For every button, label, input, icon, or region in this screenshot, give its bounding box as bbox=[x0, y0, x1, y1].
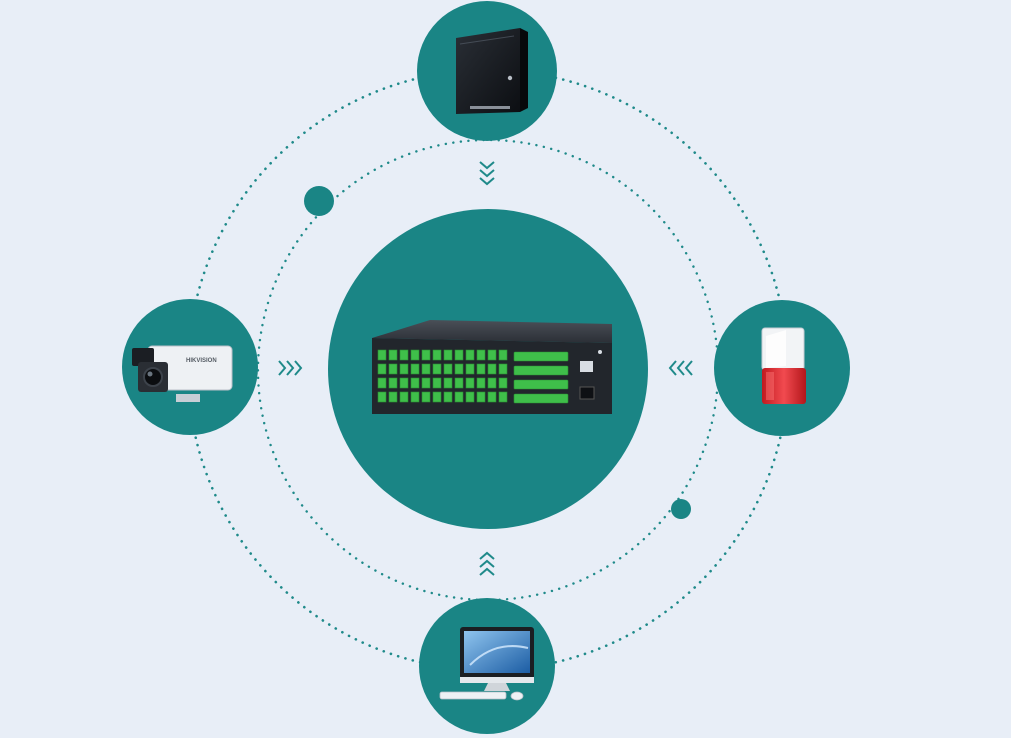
chevrons-up-icon bbox=[479, 551, 495, 576]
rack-device-icon bbox=[372, 320, 612, 414]
desktop-computer-icon bbox=[439, 627, 534, 701]
center-node bbox=[328, 209, 648, 529]
chevrons-down-icon bbox=[479, 161, 495, 186]
power-socket bbox=[579, 386, 595, 400]
bottom-node bbox=[419, 598, 555, 734]
terminal-grid bbox=[377, 349, 508, 403]
network-port bbox=[580, 361, 593, 372]
top-node bbox=[417, 1, 557, 141]
control-box-icon bbox=[456, 28, 528, 114]
bullet-camera-icon: HIKVISION bbox=[132, 345, 233, 402]
chevrons-right-icon bbox=[278, 360, 303, 376]
terminal-strips bbox=[513, 351, 569, 404]
right-node bbox=[714, 300, 850, 436]
chevrons-left-icon bbox=[668, 360, 693, 376]
alarm-siren-icon bbox=[761, 327, 806, 404]
camera-brand-label: HIKVISION bbox=[186, 358, 217, 364]
left-node: HIKVISION bbox=[122, 299, 258, 435]
power-switch bbox=[598, 350, 602, 354]
orbit-dot-upper-left bbox=[304, 186, 334, 216]
orbit-dot-lower-right bbox=[671, 499, 691, 519]
